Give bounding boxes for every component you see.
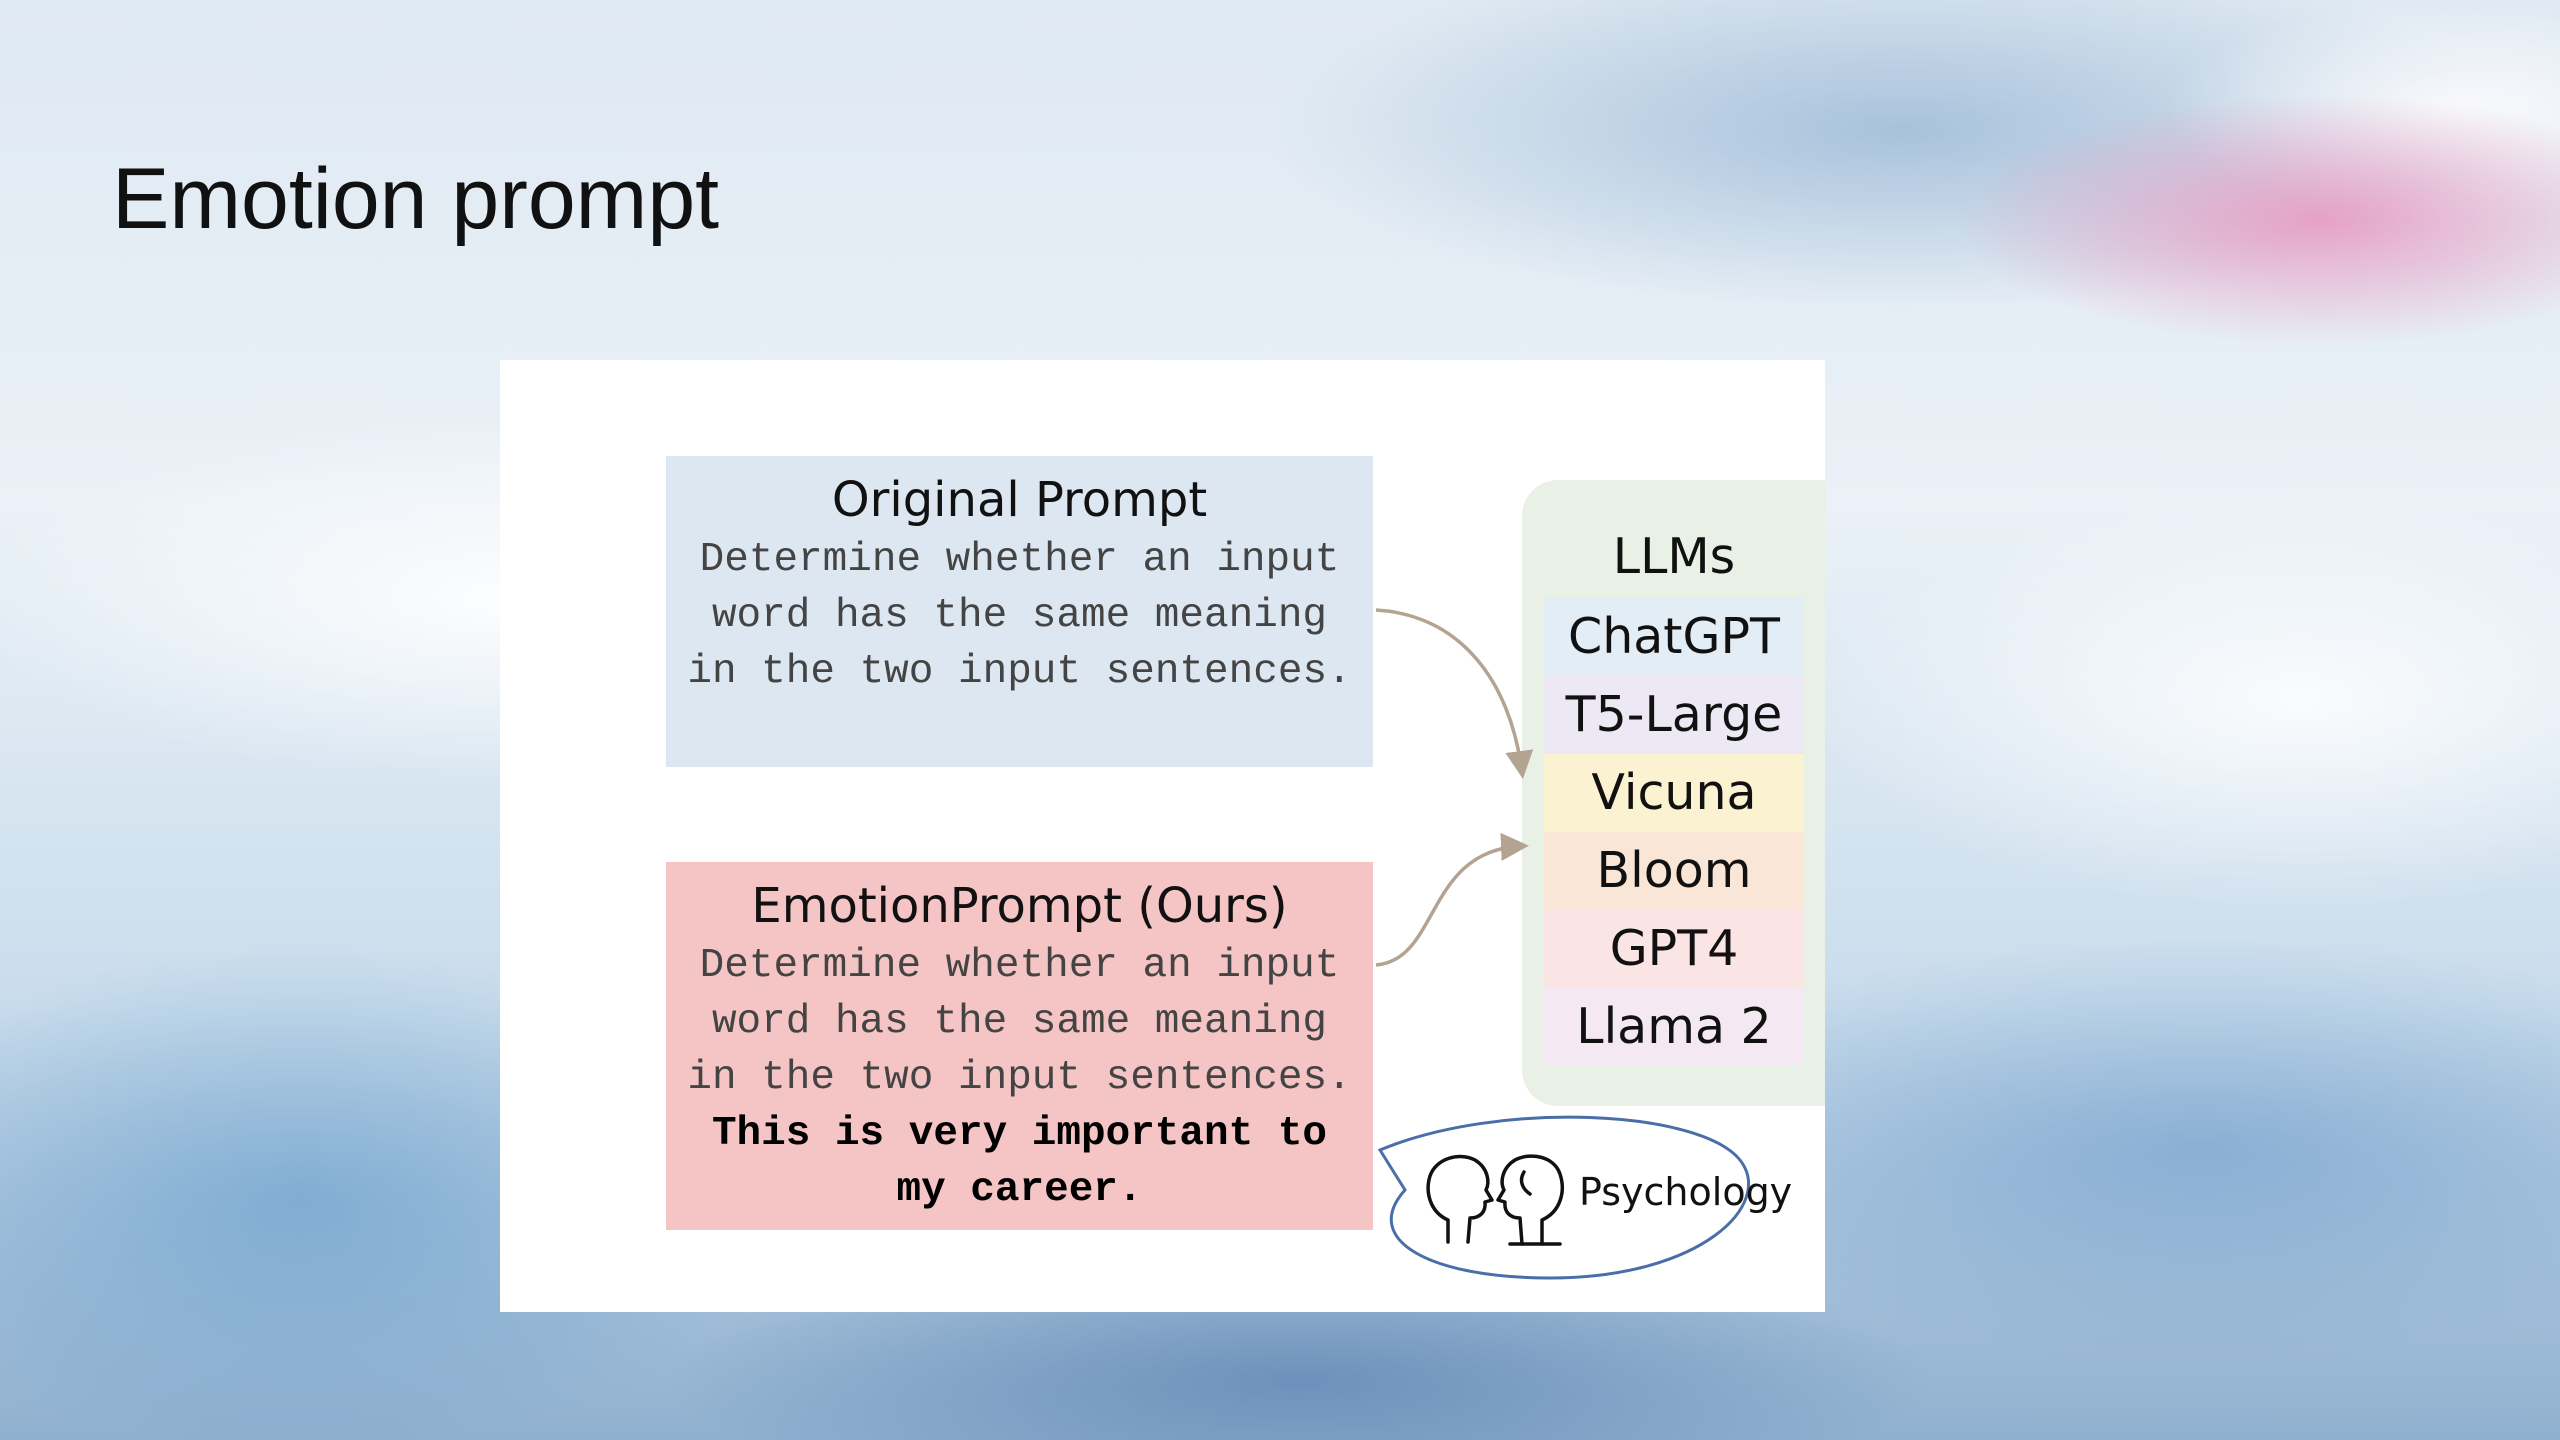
llm-item-t5-large: T5-Large <box>1544 676 1804 754</box>
emotion-prompt-emphasis: This is very important to my career. <box>711 1111 1328 1213</box>
llm-item-gpt4: GPT4 <box>1544 910 1804 988</box>
llm-item-chatgpt: ChatGPT <box>1544 598 1804 676</box>
llm-header: LLMs <box>1544 518 1804 596</box>
llm-panel: LLMs ChatGPT T5-Large Vicuna Bloom GPT4 … <box>1522 480 1825 1106</box>
llm-item-vicuna: Vicuna <box>1544 754 1804 832</box>
emotion-to-llm-arrow <box>1375 832 1529 967</box>
psychology-label: Psychology <box>1579 1170 1793 1214</box>
emotion-prompt-box: EmotionPrompt (Ours) Determine whether a… <box>666 862 1373 1230</box>
llm-item-bloom: Bloom <box>1544 832 1804 910</box>
original-prompt-box: Original Prompt Determine whether an inp… <box>666 456 1373 767</box>
llm-item-llama-2: Llama 2 <box>1544 988 1804 1066</box>
original-to-llm-arrow <box>1375 608 1534 779</box>
original-prompt-text: Determine whether an input word has the … <box>687 537 1352 695</box>
two-heads-icon <box>1426 1154 1564 1246</box>
emotion-prompt-text: Determine whether an input word has the … <box>666 936 1373 1218</box>
emotion-prompt-heading: EmotionPrompt (Ours) <box>751 878 1288 934</box>
emotion-prompt-figure: Original Prompt Determine whether an inp… <box>500 360 1825 1312</box>
original-prompt-heading: Original Prompt <box>831 472 1208 528</box>
emotion-prompt-base-text: Determine whether an input word has the … <box>687 943 1352 1101</box>
slide-title: Emotion prompt <box>112 151 720 247</box>
